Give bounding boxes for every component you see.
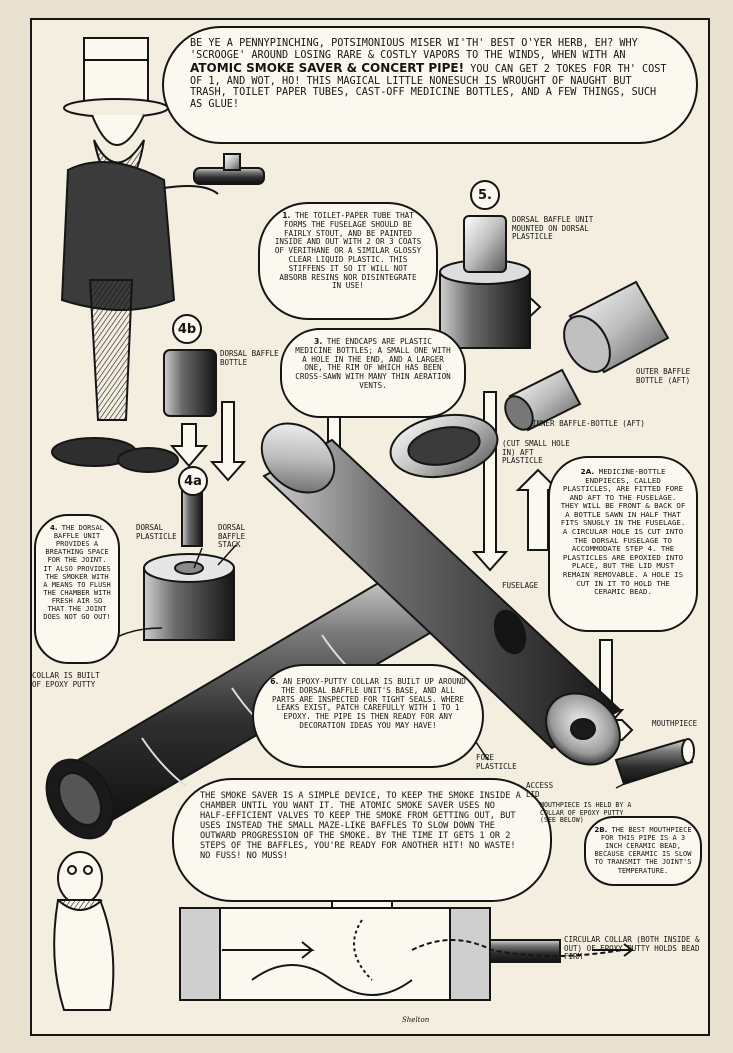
step-2b-text: The best mouthpiece for this pipe is a 3… <box>594 826 692 875</box>
mouthpiece <box>614 738 695 786</box>
label-fore-plasticle: Fore plasticle <box>476 753 517 771</box>
fuselage-cross <box>260 422 622 766</box>
aft-plasticle <box>389 414 499 478</box>
step-3-bubble: 3. The endcaps are plastic medicine bott… <box>280 328 466 418</box>
intro-text-b: You can get 2 tokes for th' cost of 1, a… <box>190 63 667 111</box>
artist-signature: Shelton <box>402 1016 430 1024</box>
step-6-bubble: 6. An epoxy-putty collar is built up aro… <box>252 664 484 768</box>
label-fuselage: Fuselage <box>502 581 539 590</box>
intro-speech-bubble: Be ye a pennypinching, potsimonious mise… <box>162 26 698 144</box>
step-3-number: 3. <box>314 337 323 346</box>
label-mouthpiece-held: Mouthpiece is held by a collar of epoxy … <box>540 801 632 825</box>
step-5-marker: 5. <box>470 180 500 210</box>
label-access-lid: Access lid <box>526 781 554 799</box>
label-dorsal-baffle-unit: Dorsal baffle unit mounted on dorsal pla… <box>512 215 594 242</box>
step-2b-number: 2b. <box>594 826 608 834</box>
step-4-text: The dorsal baffle unit provides a breath… <box>43 524 111 622</box>
explanation-text: The smoke saver is a simple device, to k… <box>200 791 521 861</box>
step-1-number: 1. <box>282 211 291 220</box>
step-1-bubble: 1. The toilet-paper tube that forms the … <box>258 202 438 320</box>
step-2a-text: Medicine-bottle endpieces, called plasti… <box>560 467 686 597</box>
label-collar-epoxy: Collar is built of epoxy putty <box>32 671 100 689</box>
step-4a-marker: 4a <box>178 466 208 496</box>
label-dorsal-plasticle: Dorsal plasticle <box>136 523 177 541</box>
step-4b-marker: 4b <box>172 314 202 344</box>
step-4-number: 4. <box>50 524 58 532</box>
explanation-bubble: The smoke saver is a simple device, to k… <box>172 778 552 902</box>
intro-text-a: Be ye a pennypinching, potsimonious mise… <box>190 38 638 61</box>
step-2a-bubble: 2a. Medicine-bottle endpieces, called pl… <box>548 456 698 632</box>
step-2a-number: 2a. <box>580 467 595 476</box>
label-dorsal-baffle-bottle: Dorsal baffle bottle <box>220 349 279 367</box>
label-inner-baffle-bottle: Inner baffle-bottle (aft) <box>532 419 645 428</box>
label-circular-collar: Circular collar (both inside & out) of e… <box>564 935 700 962</box>
step-3-text: The endcaps are plastic medicine bottles… <box>295 337 451 390</box>
label-mouthpiece: Mouthpiece <box>652 719 698 728</box>
label-outer-baffle-bottle: Outer baffle bottle (aft) <box>636 367 691 385</box>
step-4-bubble: 4. The dorsal baffle unit provides a bre… <box>34 514 120 664</box>
step-6-number: 6. <box>270 677 279 686</box>
comic-panel: Be ye a pennypinching, potsimonious mise… <box>30 18 710 1036</box>
step-2b-bubble: 2b. The best mouthpiece for this pipe is… <box>584 816 702 886</box>
scrooge-character <box>51 37 265 473</box>
dorsal-baffle-bottle-5 <box>439 215 531 349</box>
label-aft-plasticle: (cut small hole in) aft plasticle <box>502 439 570 466</box>
step-1-text: The toilet-paper tube that forms the fus… <box>274 211 422 291</box>
intro-title: Atomic Smoke Saver & Concert Pipe! <box>190 60 465 75</box>
step-6-text: An epoxy-putty collar is built up around… <box>271 677 466 730</box>
professor-character <box>53 851 115 1011</box>
label-dorsal-baffle-stack: Dorsal baffle stack <box>218 523 246 550</box>
aft-baffle-bottles <box>504 280 670 432</box>
